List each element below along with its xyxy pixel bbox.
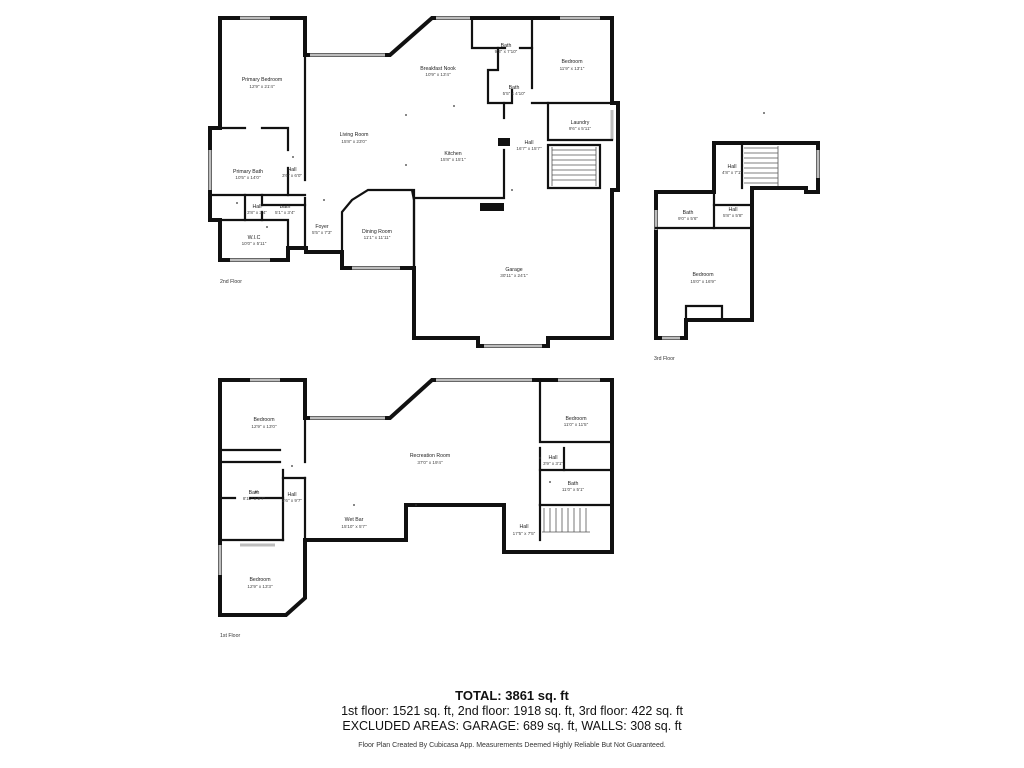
room-name: Laundry: [571, 120, 590, 126]
room-name: Bedroom: [249, 577, 270, 583]
excluded-areas: EXCLUDED AREAS: GARAGE: 689 sq. ft, WALL…: [342, 719, 682, 733]
room-name: Bath: [509, 85, 520, 91]
room-name: Recreation Room: [410, 453, 450, 459]
room-dimensions: 11'0" x 5'1": [562, 487, 585, 492]
room-name: Wet Bar: [345, 517, 364, 523]
room-dimensions: 8'11" x 9'7": [243, 496, 266, 501]
room-dimensions: 9'3" x 7'10": [495, 49, 518, 54]
room-dimensions: 3'8" x 3'4": [247, 210, 267, 215]
room-dimensions: 10'9" x 13'4": [425, 72, 451, 77]
room-name: Primary Bath: [233, 169, 263, 175]
room-name: Bedroom: [565, 416, 586, 422]
room-name: Bath: [683, 210, 694, 216]
room-name: Dining Room: [362, 229, 392, 235]
room-dimensions: 3'9" x 3'1": [543, 461, 563, 466]
stairs: [744, 146, 779, 186]
third-floor-plan: Hall 4'8" x 7'1" Bath 9'0" x 5'6" Hall 5…: [654, 112, 820, 362]
room-dimensions: 37'0" x 19'4": [417, 460, 443, 465]
room-name: Hall: [525, 140, 534, 146]
room-name: Hall: [520, 524, 529, 530]
stairs: [542, 508, 590, 533]
room-name: Bath: [280, 204, 291, 210]
room-dimensions: 9'0" x 5'6": [678, 216, 698, 221]
room-dimensions: 17'5" x 7'5": [513, 531, 536, 536]
room-dimensions: 12'9" x 13'3": [247, 584, 273, 589]
room-dimensions: 16'7" x 15'7": [516, 146, 542, 151]
floor-label: 3rd Floor: [654, 356, 675, 362]
floor-label: 2nd Floor: [220, 279, 242, 285]
room-dimensions: 11'1" x 11'11": [364, 235, 391, 240]
room-name: Bath: [501, 43, 512, 49]
room-dimensions: 10'0" x 5'11": [242, 241, 267, 246]
floor-plan-drawing: Primary Bedroom 12'9" x 21'4" Primary Ba…: [208, 16, 820, 639]
room-name: Bath: [249, 490, 260, 496]
room-dimensions: 12'9" x 21'4": [249, 84, 275, 89]
room-dimensions: 4'8" x 7'1": [722, 170, 742, 175]
room-dimensions: 3'6" x 9'7": [282, 498, 302, 503]
room-name: Hall: [253, 204, 262, 210]
room-dimensions: 5'5" x 4'10": [503, 91, 526, 96]
room-name: Living Room: [340, 132, 369, 138]
room-dimensions: 5'8" x 5'8": [723, 213, 743, 218]
room-dimensions: 15'10" x 5'7": [341, 524, 367, 529]
room-name: Hall: [288, 492, 297, 498]
room-dimensions: 30'11" x 24'1": [500, 273, 528, 278]
room-name: Bedroom: [253, 417, 274, 423]
room-dimensions: 15'8" x 23'0": [341, 139, 367, 144]
room-name: Breakfast Nook: [420, 66, 456, 72]
room-dimensions: 12'9" x 13'0": [251, 424, 277, 429]
stairs: [551, 147, 597, 186]
room-name: Hall: [288, 167, 297, 173]
room-name: Bedroom: [561, 59, 582, 65]
room-name: W.I.C: [248, 235, 261, 241]
room-name: Bath: [568, 481, 579, 487]
room-dimensions: 10'5" x 14'0": [235, 175, 261, 180]
room-name: Primary Bedroom: [242, 77, 282, 83]
room-name: Hall: [729, 207, 738, 213]
room-name: Foyer: [315, 224, 329, 230]
room-dimensions: 11'0" x 11'5": [564, 422, 589, 427]
total-area: TOTAL: 3861 sq. ft: [455, 688, 569, 703]
room-dimensions: 15'8" x 15'1": [440, 157, 466, 162]
room-name: Hall: [549, 455, 558, 461]
second-floor-plan: Primary Bedroom 12'9" x 21'4" Primary Ba…: [208, 16, 620, 348]
first-floor-plan: Bedroom 12'9" x 13'0" Bath 8'11" x 9'7" …: [218, 378, 614, 639]
room-name: Kitchen: [444, 151, 461, 157]
room-dimensions: 15'0" x 16'9": [690, 279, 716, 284]
room-name: Hall: [728, 164, 737, 170]
room-name: Bedroom: [692, 272, 713, 278]
room-dimensions: 9'6" x 5'11": [569, 126, 592, 131]
room-dimensions: 5'1" x 3'4": [275, 210, 295, 215]
disclaimer: Floor Plan Created By Cubicasa App. Meas…: [358, 742, 666, 749]
room-dimensions: 3'6" x 6'0": [282, 173, 302, 178]
floor-areas: 1st floor: 1521 sq. ft, 2nd floor: 1918 …: [341, 704, 683, 718]
floor-label: 1st Floor: [220, 633, 240, 639]
room-dimensions: 11'9" x 13'1": [560, 66, 585, 71]
room-name: Garage: [505, 267, 522, 273]
room-dimensions: 5'5" x 7'3": [312, 230, 332, 235]
